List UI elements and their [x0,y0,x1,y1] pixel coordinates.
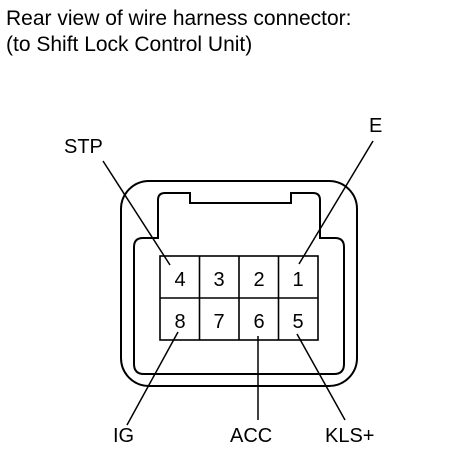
pin-number-5: 5 [292,311,303,333]
signal-label-ig: IG [113,425,134,447]
pin-number-3: 3 [213,269,224,291]
pin-number-7: 7 [213,311,224,333]
signal-label-acc: ACC [230,425,272,447]
connector-inner-housing [133,192,345,375]
pin-number-1: 1 [292,269,303,291]
signal-label-kls: KLS+ [325,425,374,447]
leader-line-ig [126,331,179,426]
connector-outer-housing [120,180,358,387]
pin-number-2: 2 [253,269,264,291]
pin-number-8: 8 [174,311,185,333]
diagram-title-line-1: Rear view of wire harness connector: [6,7,352,30]
leader-line-stp [102,160,171,266]
signal-label-stp: STP [64,136,103,158]
pin-number-6: 6 [253,311,264,333]
diagram-title-line-2: (to Shift Lock Control Unit) [6,33,253,56]
signal-label-e: E [369,115,382,137]
leader-line-e [298,140,374,265]
leader-line-kls [296,333,346,421]
pin-number-4: 4 [174,269,185,291]
